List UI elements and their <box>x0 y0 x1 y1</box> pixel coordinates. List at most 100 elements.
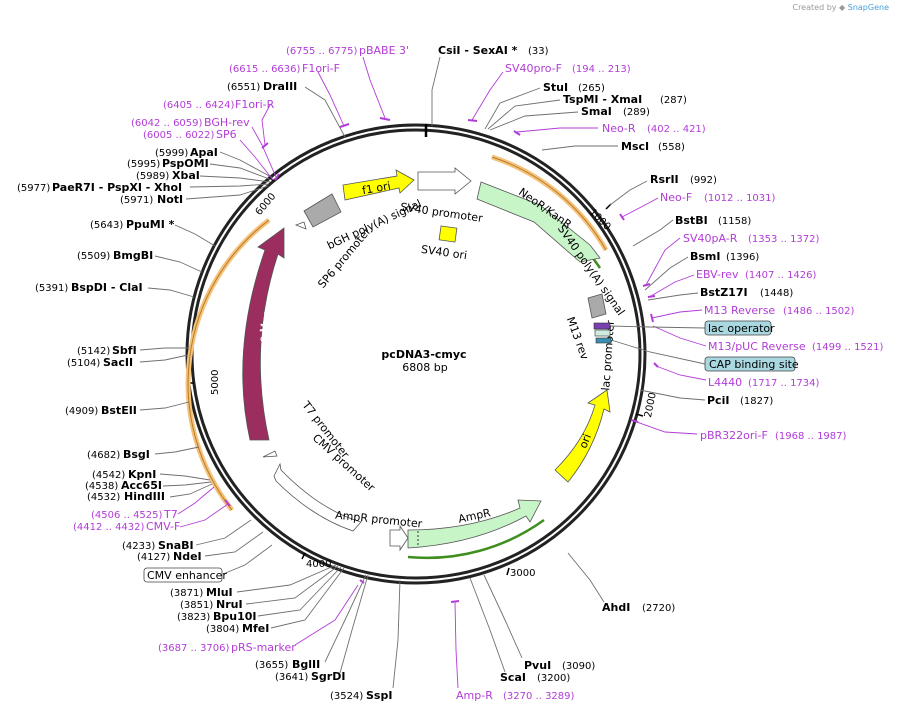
primer-l4440[interactable]: L4440 <box>708 376 742 389</box>
primer-neo-r[interactable]: Neo-R <box>602 122 636 135</box>
leader-bsgi <box>154 446 200 455</box>
primer-mark-ebv-rev <box>647 295 656 298</box>
site-ppumi[interactable]: PpuMI * <box>126 218 175 231</box>
site-bsgi[interactable]: BsgI <box>123 448 150 461</box>
site-bstbi[interactable]: BstBI <box>675 214 708 227</box>
feature-f1-ori-arrow <box>342 169 415 201</box>
site-smai[interactable]: SmaI <box>581 105 612 118</box>
site-kpni[interactable]: KpnI <box>128 468 156 481</box>
site-sspi[interactable]: SspI <box>366 689 392 702</box>
primer-mark-prs-marker <box>359 579 365 584</box>
site-pcii[interactable]: PciI <box>707 394 729 407</box>
primer-sv40pro-f[interactable]: SV40pro-F <box>505 62 562 75</box>
leader-sv40pro-f <box>471 71 504 121</box>
primer-m13puc-reverse[interactable]: M13/pUC Reverse <box>708 340 806 353</box>
feature-bgh-polya-box <box>303 193 342 228</box>
site-noti[interactable]: NotI <box>157 193 183 206</box>
site-ndei[interactable]: NdeI <box>173 550 202 563</box>
leader-sp6 <box>239 139 274 181</box>
site-bsteii[interactable]: BstEII <box>101 404 137 417</box>
primer-sp6[interactable]: SP6 <box>216 128 237 141</box>
leader-neo-r <box>516 127 598 133</box>
site-snabi[interactable]: SnaBI <box>158 539 194 552</box>
primer-m13puc-reverse-pos: (1499 .. 1521) <box>812 342 884 353</box>
primer-cmv-f[interactable]: CMV-F <box>146 520 180 533</box>
site-scai[interactable]: ScaI <box>500 671 526 684</box>
primer-neo-f[interactable]: Neo-F <box>660 191 692 204</box>
leader-ppumi <box>174 224 216 247</box>
site-sacii[interactable]: SacII <box>103 356 133 369</box>
feature-lac-operator-box <box>594 329 611 337</box>
site-sbfi[interactable]: SbfI <box>112 344 137 357</box>
site-ahdi[interactable]: AhdI <box>602 601 630 614</box>
site-bmgbi[interactable]: BmgBI <box>113 249 153 262</box>
primer-neo-r-pos: (402 .. 421) <box>647 124 706 135</box>
leader-f1ori-r <box>261 104 271 146</box>
site-bstz17i[interactable]: BstZ17I <box>700 286 748 299</box>
snapgene-logo-icon: ◆ <box>839 3 846 12</box>
tick-6000 <box>268 175 274 182</box>
leader-amp-r <box>454 601 459 689</box>
tick-label-4000: 4000 <box>306 559 331 570</box>
primer-f1ori-f[interactable]: F1ori-F <box>302 62 340 75</box>
primer-sv40pro-f-pos: (194 .. 213) <box>572 64 631 75</box>
site-hindiii[interactable]: HindIII <box>124 490 165 503</box>
feature-bgh-polya-label: bGH poly(A) signal <box>325 197 424 252</box>
site-draiii[interactable]: DraIII <box>263 80 297 93</box>
leader-xbai <box>199 175 271 183</box>
primer-mark-amp-r <box>450 600 460 603</box>
feature-ori-label: ori <box>577 432 594 450</box>
site-pcii-pos: (1827) <box>740 396 773 407</box>
site-paer7i[interactable]: PaeR7I - PspXI - XhoI <box>52 181 182 194</box>
site-pspomi[interactable]: PspOMI <box>162 157 209 170</box>
site-mlui[interactable]: MluI <box>206 586 233 599</box>
site-bsteii-pos: (4909) <box>65 406 98 417</box>
site-pvui[interactable]: PvuI <box>524 659 551 672</box>
leader-bsteii <box>139 401 190 411</box>
primer-m13-reverse-pos: (1486 .. 1502) <box>783 306 855 317</box>
orange-arc-neor-outline <box>491 156 607 251</box>
site-bpu10i-pos: (3823) <box>177 612 210 623</box>
feature-sv40-ori-label: SV40 ori <box>420 243 468 262</box>
feature-ori-arrow <box>554 389 611 483</box>
primer-ebv-rev[interactable]: EBV-rev <box>696 268 739 281</box>
site-noti-pos: (5971) <box>120 195 153 206</box>
cap-site-badge[interactable] <box>704 356 796 372</box>
feature-t7-promoter-arrow <box>262 450 278 458</box>
primer-sv40pa-r[interactable]: SV40pA-R <box>683 232 738 245</box>
site-acc65i[interactable]: Acc65I <box>121 479 162 492</box>
site-tspmi[interactable]: TspMI - XmaI <box>563 93 642 106</box>
primer-amp-r[interactable]: Amp-R <box>456 689 493 702</box>
site-xbai[interactable]: XbaI <box>172 169 200 182</box>
site-apai[interactable]: ApaI <box>190 146 218 159</box>
lac-operator-badge[interactable] <box>704 320 772 336</box>
cmv-enhancer-badge[interactable] <box>143 567 223 583</box>
leader-bpu10i <box>257 566 342 617</box>
primer-f1ori-r[interactable]: F1ori-R <box>235 98 275 111</box>
orange-arc-cmyc-outline <box>187 219 270 511</box>
site-bsmi[interactable]: BsmI <box>690 250 721 263</box>
site-sgrdi[interactable]: SgrDI <box>311 670 345 683</box>
site-mfei[interactable]: MfeI <box>242 622 269 635</box>
site-clai[interactable]: BspDI - ClaI <box>71 281 143 294</box>
site-mfei-pos: (3804) <box>206 624 239 635</box>
cmv-enhancer-label: CMV enhancer <box>147 569 227 582</box>
primer-pbabe[interactable]: pBABE 3' <box>359 44 409 57</box>
site-stui[interactable]: StuI <box>543 81 568 94</box>
leader-lac-operator <box>610 325 706 329</box>
primer-bgh-rev[interactable]: BGH-rev <box>204 116 250 129</box>
site-csii[interactable]: CsiI - SexAI * <box>438 44 518 57</box>
cap-site-label: CAP binding site <box>709 358 799 371</box>
site-bpu10i[interactable]: Bpu10I <box>213 610 257 623</box>
site-rsrii[interactable]: RsrII <box>650 173 679 186</box>
primer-mark-pbabe <box>379 117 391 121</box>
site-msci[interactable]: MscI <box>621 140 649 153</box>
primer-amp-r-pos: (3270 .. 3289) <box>503 691 575 702</box>
primers: (6755 .. 6775) pBABE 3' (6615 .. 6636) F… <box>73 44 884 702</box>
primer-pbr322ori-f[interactable]: pBR322ori-F <box>700 429 768 442</box>
site-bglii[interactable]: BglII <box>292 658 320 671</box>
primer-t7[interactable]: T7 <box>163 508 178 521</box>
site-nrui[interactable]: NruI <box>216 598 243 611</box>
primer-prs-marker[interactable]: pRS-marker <box>231 641 296 654</box>
primer-m13-reverse[interactable]: M13 Reverse <box>704 304 775 317</box>
